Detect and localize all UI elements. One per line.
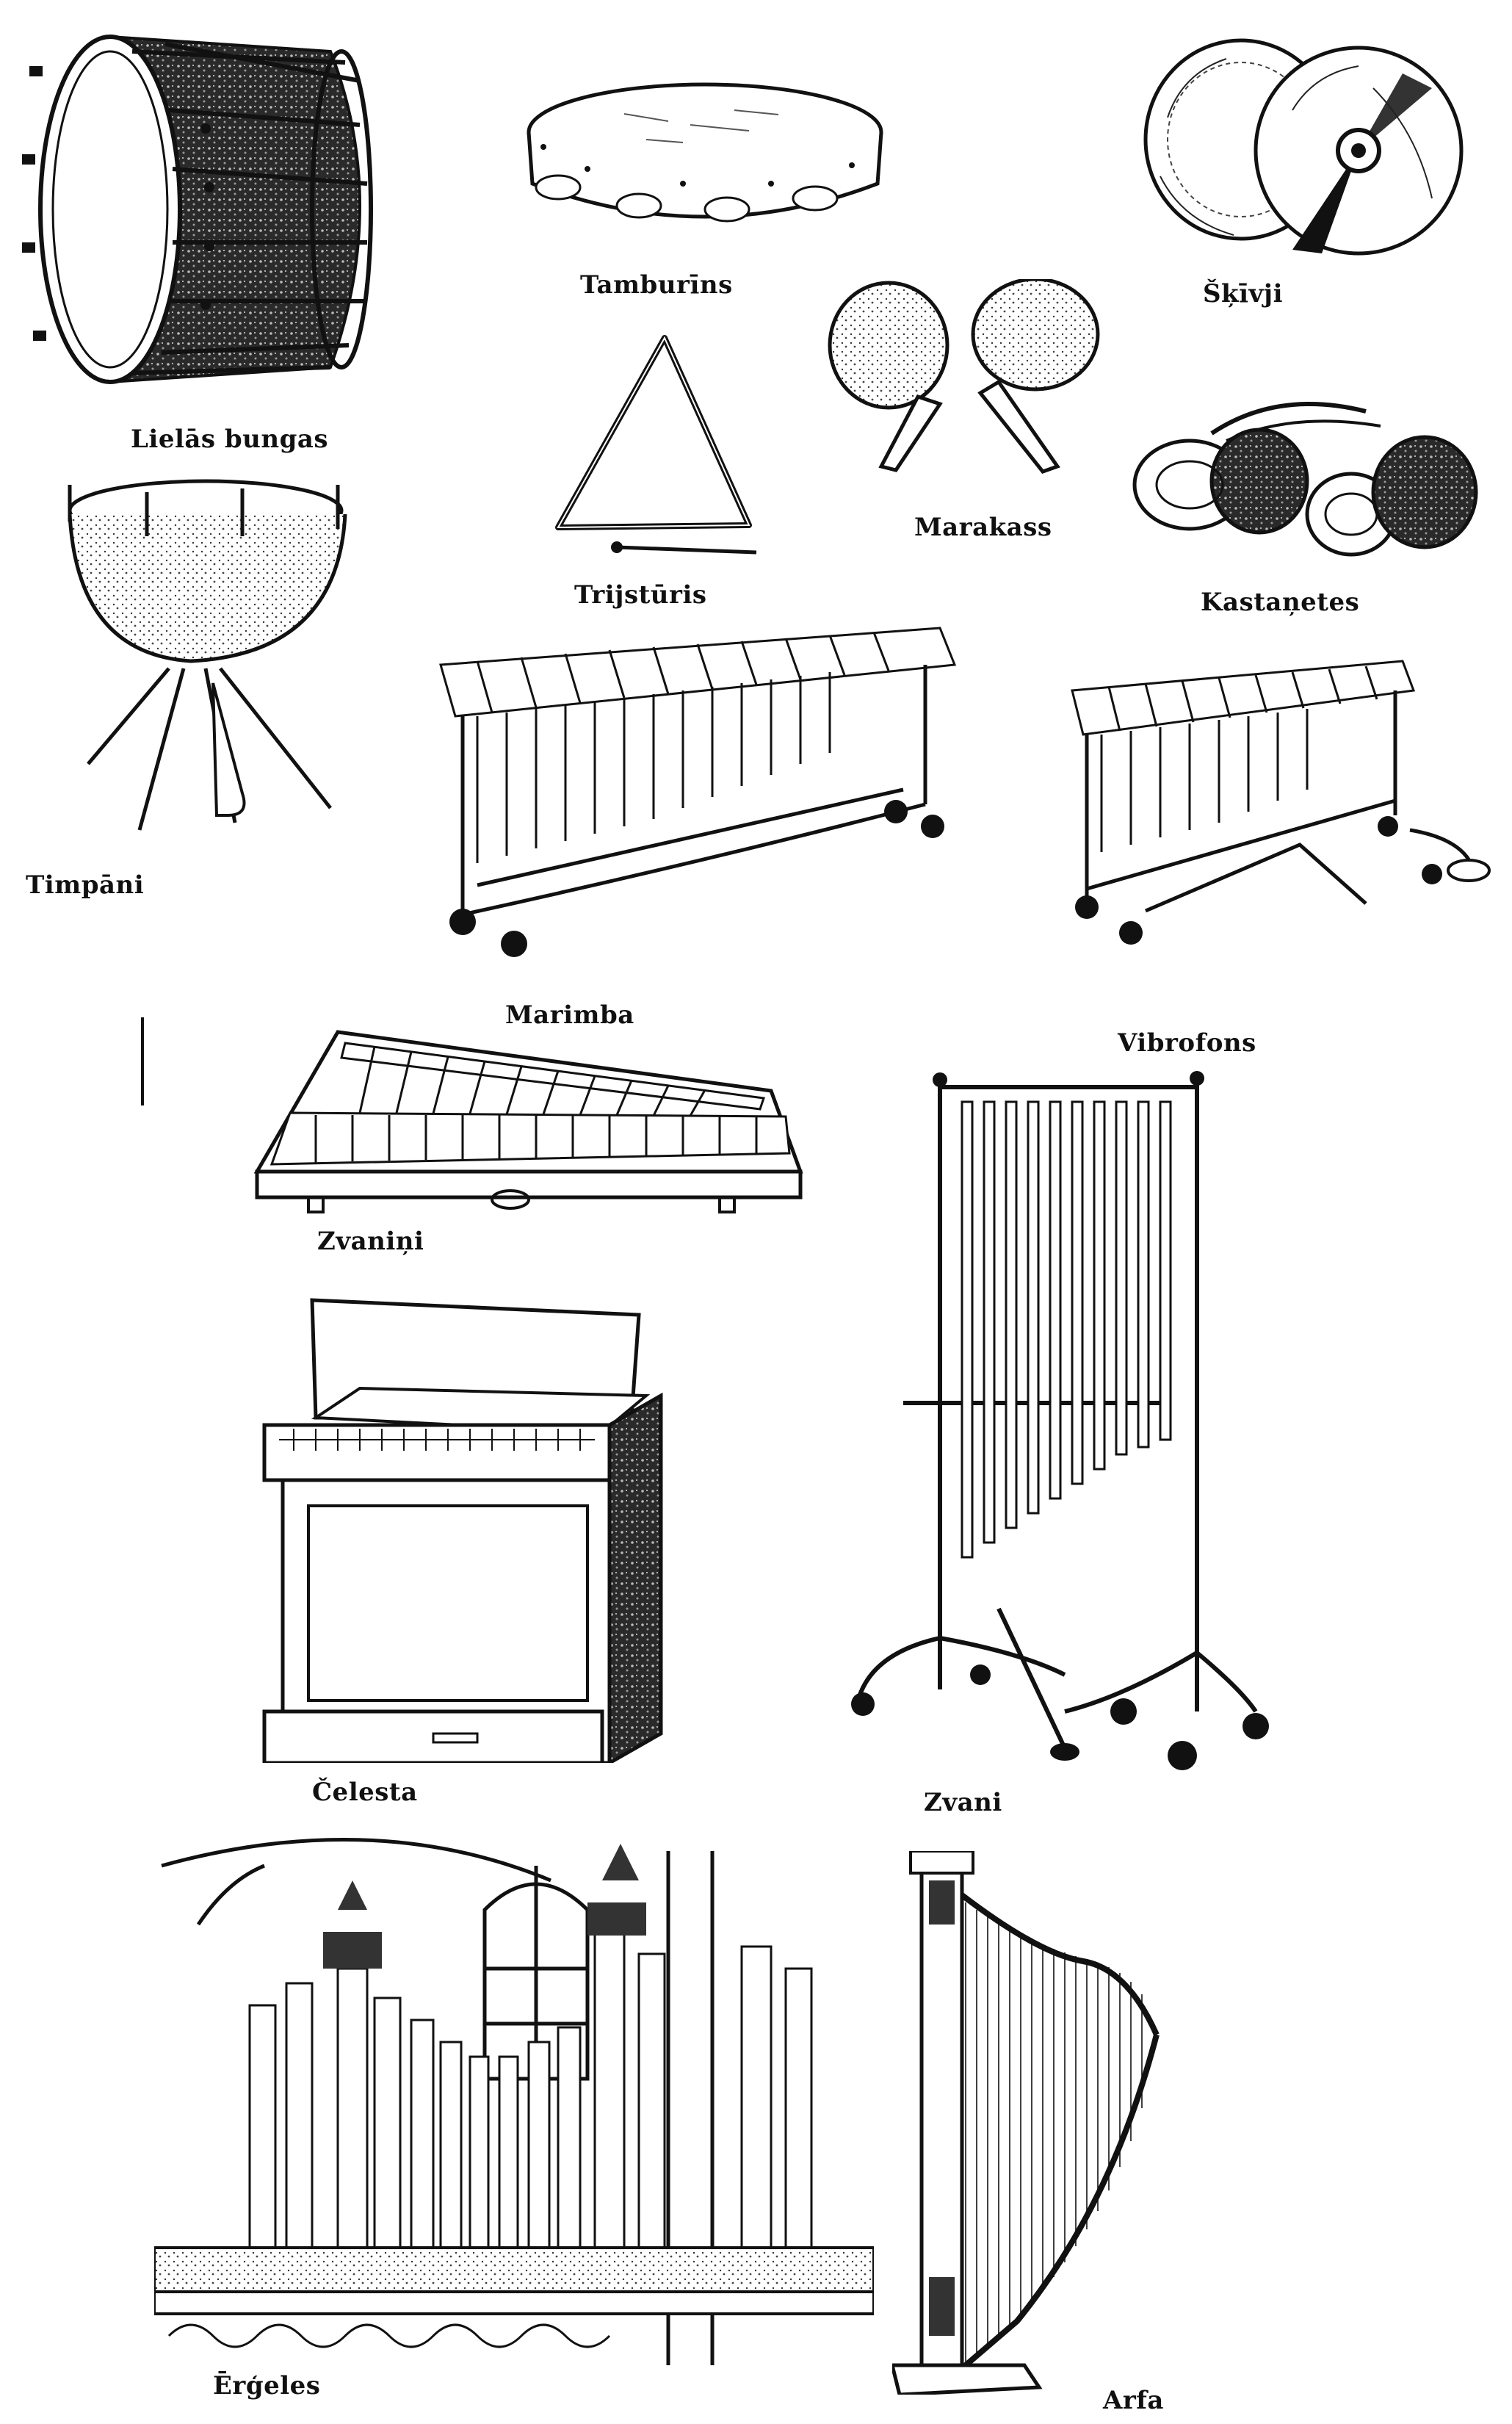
cymbals-illustration bbox=[1138, 29, 1476, 264]
tubular-bells-label: Zvani bbox=[924, 1788, 1002, 1817]
tambourine-illustration bbox=[514, 73, 896, 242]
triangle-illustration bbox=[529, 331, 771, 566]
marimba-label: Marimba bbox=[505, 1000, 634, 1030]
cymbals-label: Šķīvji bbox=[1203, 279, 1284, 309]
margin-line-decoration bbox=[141, 1017, 144, 1105]
celesta-illustration bbox=[250, 1293, 676, 1763]
harp-label: Arfa bbox=[1103, 2386, 1164, 2415]
triangle-label: Trijstūris bbox=[574, 580, 707, 610]
bass-drum-label: Lielās bungas bbox=[131, 425, 329, 454]
tambourine-label: Tamburīns bbox=[580, 270, 733, 300]
vibraphone-illustration bbox=[1057, 654, 1498, 948]
organ-illustration bbox=[154, 1836, 874, 2365]
castanets-label: Kastaņetes bbox=[1201, 588, 1360, 617]
maracas-illustration bbox=[822, 279, 1116, 485]
glockenspiel-label: Zvaniņi bbox=[317, 1227, 424, 1256]
glockenspiel-illustration bbox=[250, 1017, 815, 1216]
timpani-label: Timpāni bbox=[26, 870, 145, 900]
timpani-illustration bbox=[59, 470, 382, 837]
harp-illustration bbox=[892, 1851, 1186, 2395]
marimba-illustration bbox=[433, 621, 962, 973]
organ-label: Ērģeles bbox=[213, 2371, 321, 2400]
bass-drum-illustration bbox=[22, 22, 404, 389]
maracas-label: Marakass bbox=[914, 513, 1052, 542]
castanets-illustration bbox=[1131, 382, 1483, 558]
vibraphone-label: Vibrofons bbox=[1118, 1028, 1256, 1058]
celesta-label: Čelesta bbox=[312, 1778, 418, 1807]
tubular-bells-illustration bbox=[844, 1065, 1278, 1785]
